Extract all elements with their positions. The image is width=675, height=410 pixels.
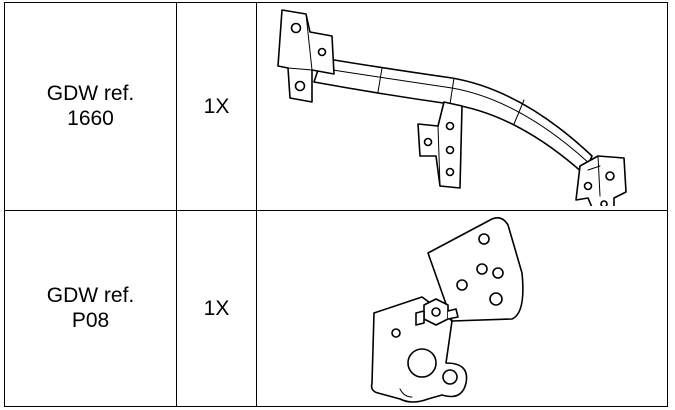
part-reference-label: GDW ref. (46, 284, 135, 308)
drawing-cell (256, 2, 668, 211)
quantity-cell: 1X (176, 209, 257, 407)
part-reference-cell: GDW ref. P08 (4, 209, 177, 407)
socket-mounting-plate-drawing (370, 217, 524, 404)
part-reference-number: 1660 (67, 107, 114, 131)
table-row: GDW ref. P08 1X (4, 209, 668, 407)
towbar-crossbar-drawing (277, 9, 627, 207)
part-reference: GDW ref. 1660 (47, 81, 135, 131)
part-quantity: 1X (203, 94, 230, 118)
part-reference-cell: GDW ref. 1660 (4, 2, 177, 211)
part-reference-label: GDW ref. (46, 82, 135, 106)
part-quantity: 1X (203, 296, 230, 320)
part-reference: GDW ref. P08 (47, 283, 135, 333)
part-reference-number: P08 (71, 309, 110, 333)
drawing-cell (256, 209, 668, 407)
quantity-cell: 1X (176, 2, 257, 211)
parts-list-table: GDW ref. 1660 1X (4, 2, 668, 407)
table-row: GDW ref. 1660 1X (4, 2, 668, 211)
